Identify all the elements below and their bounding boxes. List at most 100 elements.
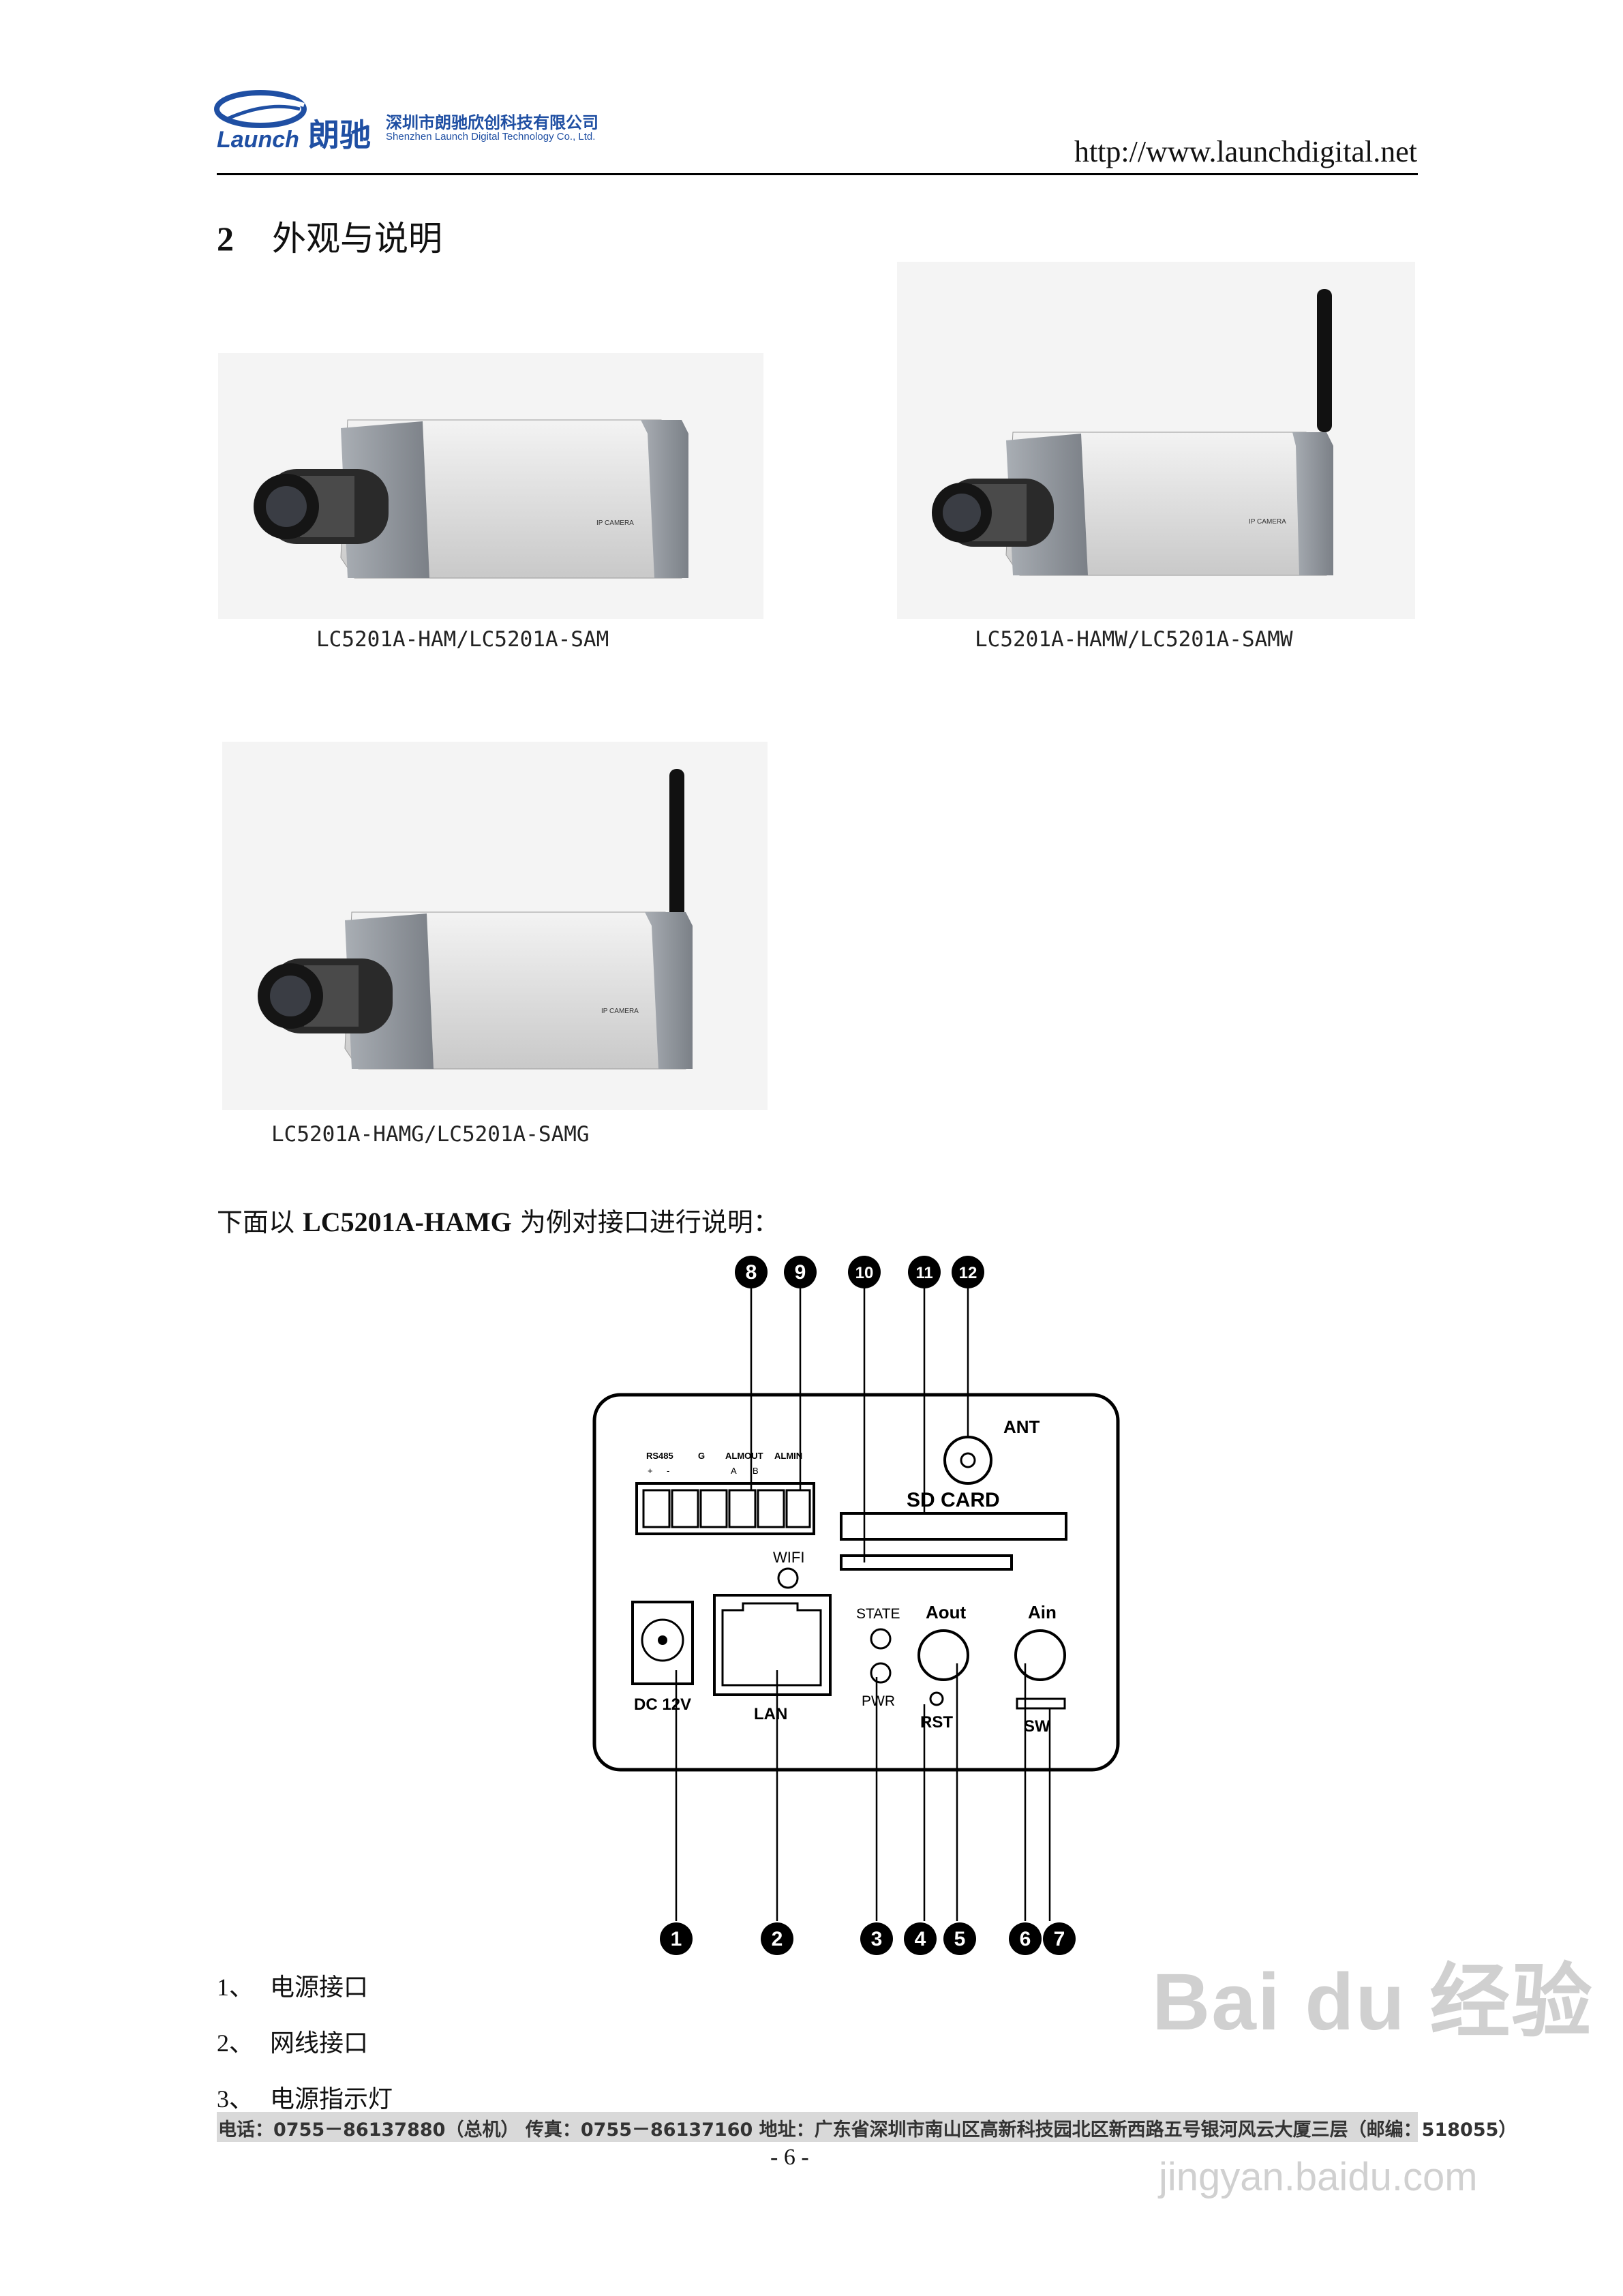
camera-3-icon: IP CAMERA xyxy=(258,769,693,1070)
product-photo-hamw: IP CAMERA xyxy=(897,262,1415,619)
footer-bar xyxy=(217,2112,1418,2142)
company-name-cn: 深圳市朗驰欣创科技有限公司 xyxy=(386,113,598,132)
terminal-block xyxy=(635,1482,815,1535)
list-item: 1、电源接口 xyxy=(217,1967,368,2003)
svg-text:4: 4 xyxy=(915,1928,926,1950)
list-item-number: 2、 xyxy=(217,2029,254,2057)
pwr-led xyxy=(870,1662,892,1684)
callout-6 xyxy=(1009,1922,1042,1955)
baidu-watermark: Bai du 经验 xyxy=(1152,1957,1594,2047)
svg-text:7: 7 xyxy=(1054,1928,1065,1950)
label-aout: Aout xyxy=(926,1602,967,1622)
label-a: A xyxy=(731,1466,737,1476)
callout-5 xyxy=(943,1922,976,1955)
callout-7 xyxy=(1043,1922,1076,1955)
callout-4 xyxy=(904,1922,937,1955)
camera-label: IP CAMERA xyxy=(601,1008,639,1015)
intro-model: LC5201A-HAMG xyxy=(303,1207,512,1237)
svg-text:12: 12 xyxy=(959,1264,977,1282)
rear-panel-outline xyxy=(592,1393,1120,1772)
label-g: G xyxy=(698,1451,705,1461)
sw-switch xyxy=(1016,1697,1066,1710)
list-item: 2、网线接口 xyxy=(217,2023,368,2059)
label-b: B xyxy=(753,1466,759,1476)
label-sd-card: SD CARD xyxy=(907,1489,1000,1511)
footer-contact: 电话：0755－86137880（总机） 传真：0755－86137160 地址… xyxy=(218,2119,1517,2141)
callout-3 xyxy=(860,1922,893,1955)
list-item-text: 电源指示灯 xyxy=(270,2085,393,2113)
ant-connector xyxy=(943,1436,992,1485)
svg-text:3: 3 xyxy=(871,1928,883,1950)
label-rst: RST xyxy=(920,1713,953,1732)
callout-2 xyxy=(761,1922,793,1955)
camera-2-icon: IP CAMERA xyxy=(932,289,1333,576)
baidu-watermark-url: jingyan.baidu.com xyxy=(1159,2155,1478,2199)
sd-card-slot xyxy=(840,1512,1067,1541)
section-title-text: 外观与说明 xyxy=(272,219,442,258)
caption-ham: LC5201A-HAM/LC5201A-SAM xyxy=(316,627,609,652)
label-ant: ANT xyxy=(1003,1417,1040,1437)
svg-text:5: 5 xyxy=(954,1928,966,1950)
svg-text:10: 10 xyxy=(855,1264,874,1282)
callouts-bottom: 1 2 3 4 5 6 7 xyxy=(660,1922,1076,1955)
list-item-number: 3、 xyxy=(217,2085,254,2113)
company-name-en: Shenzhen Launch Digital Technology Co., … xyxy=(386,131,596,142)
camera-label: IP CAMERA xyxy=(1249,518,1286,526)
svg-text:2: 2 xyxy=(772,1928,783,1950)
page-number: - 6 - xyxy=(770,2145,809,2170)
svg-text:8: 8 xyxy=(746,1261,757,1284)
camera-1-icon: IP CAMERA xyxy=(254,419,688,579)
camera-label: IP CAMERA xyxy=(596,519,634,527)
intro-suffix: 为例对接口进行说明： xyxy=(511,1207,779,1237)
callout-10 xyxy=(848,1256,881,1288)
caption-hamg: LC5201A-HAMG/LC5201A-SAMG xyxy=(271,1122,590,1147)
section-number: 2 xyxy=(217,220,234,258)
label-plus: + xyxy=(648,1466,653,1476)
lan-port xyxy=(713,1594,832,1696)
svg-text:1: 1 xyxy=(671,1928,682,1950)
callouts-top: 8 9 10 11 12 xyxy=(735,1256,984,1288)
logo-latin-text: Launch xyxy=(217,127,299,153)
callout-12 xyxy=(952,1256,984,1288)
label-almin: ALMIN xyxy=(774,1451,802,1461)
interface-diagram: RS485 G ALMOUT ALMIN + - A B ANT SD CARD… xyxy=(573,1254,1145,1970)
launch-logo-icon xyxy=(214,89,309,135)
logo-chinese-text: 朗驰 xyxy=(308,117,371,153)
intro-sentence: 下面以 LC5201A-HAMG 为例对接口进行说明： xyxy=(217,1201,779,1239)
list-item-text: 电源接口 xyxy=(270,1974,369,2002)
rst-button xyxy=(929,1691,944,1706)
callout-1 xyxy=(660,1922,693,1955)
header-divider xyxy=(217,173,1418,175)
label-sw: SW xyxy=(1024,1717,1050,1736)
list-item-number: 1、 xyxy=(217,1974,254,2001)
caption-hamw: LC5201A-HAMW/LC5201A-SAMW xyxy=(975,627,1293,652)
label-ain: Ain xyxy=(1028,1602,1057,1622)
svg-text:6: 6 xyxy=(1020,1928,1031,1950)
label-lan: LAN xyxy=(754,1705,787,1723)
intro-prefix: 下面以 xyxy=(217,1207,303,1237)
label-state: STATE xyxy=(856,1606,900,1622)
svg-text:9: 9 xyxy=(795,1261,806,1284)
product-photo-ham: IP CAMERA xyxy=(218,353,763,619)
label-rs485: RS485 xyxy=(646,1451,673,1461)
label-pwr: PWR xyxy=(862,1693,895,1709)
list-item-text: 网线接口 xyxy=(270,2029,369,2057)
label-wifi: WIFI xyxy=(773,1549,804,1566)
callout-9 xyxy=(784,1256,817,1288)
header-url[interactable]: http://www.launchdigital.net xyxy=(1074,135,1417,168)
section-title: 2 外观与说明 xyxy=(217,211,442,260)
callout-11 xyxy=(908,1256,941,1288)
svg-text:11: 11 xyxy=(915,1264,932,1282)
state-led xyxy=(870,1628,892,1650)
label-dc: DC 12V xyxy=(634,1695,691,1714)
ain-jack xyxy=(1014,1629,1066,1681)
aout-jack xyxy=(917,1629,969,1681)
product-photo-hamg: IP CAMERA xyxy=(222,742,768,1110)
callout-8 xyxy=(735,1256,768,1288)
wifi-led xyxy=(777,1567,799,1589)
label-minus: - xyxy=(667,1466,669,1476)
label-almout: ALMOUT xyxy=(725,1451,763,1461)
sd-slot-secondary xyxy=(840,1554,1013,1571)
dc-jack xyxy=(631,1601,694,1685)
list-item: 3、电源指示灯 xyxy=(217,2079,393,2115)
